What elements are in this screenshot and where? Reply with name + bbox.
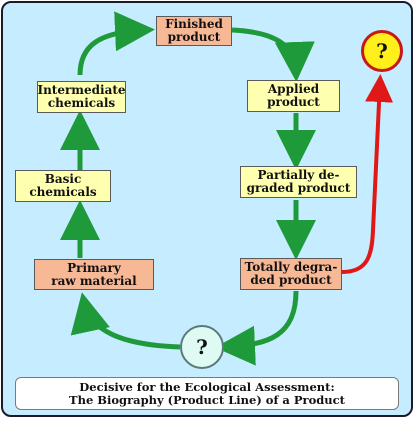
arrow-intermediate-to-finished [77,11,155,76]
box-applied-product: Applied product [247,80,340,112]
box-partially-degraded-product: Partially de- graded product [240,166,357,198]
box-totally-degraded-product: Totally degra- ded product [240,258,342,290]
arrow-question-to-raw [70,292,181,350]
arrow-total-to-question [215,290,299,366]
question-circle-bottom: ? [180,325,224,369]
arrow-total-to-top-question [341,74,394,274]
caption-box: Decisive for the Ecological Assessment: … [15,377,399,410]
caption-line-1: Decisive for the Ecological Assessment: [79,379,335,394]
caption-line-2: The Biography (Product Line) of a Produc… [69,392,345,407]
box-finished-product: Finished product [156,16,232,46]
box-primary-raw-material: Primary raw material [34,259,154,290]
arrow-finished-to-applied [231,27,315,82]
box-basic-chemicals: Basic chemicals [15,170,111,202]
question-circle-top: ? [361,30,403,72]
box-intermediate-chemicals: Intermediate chemicals [37,81,126,113]
